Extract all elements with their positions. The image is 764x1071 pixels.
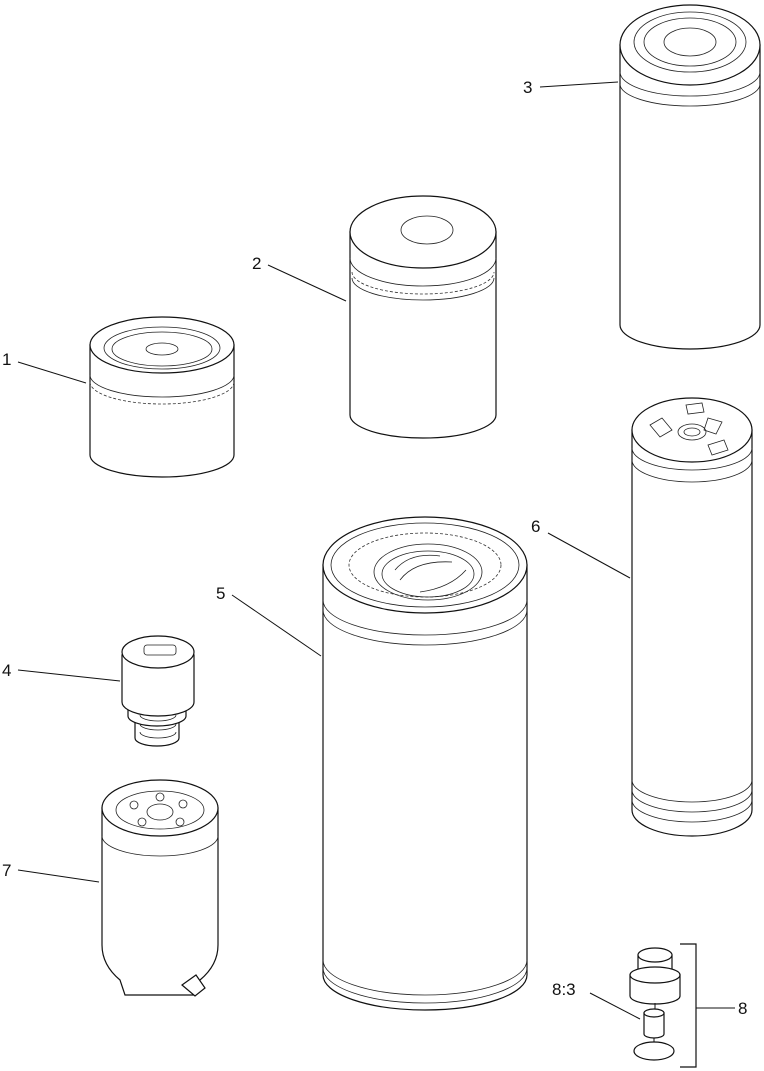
leader-3 xyxy=(539,81,619,88)
part-5-element xyxy=(322,516,528,1011)
callout-2: 2 xyxy=(252,254,261,273)
part-8-plug-kit xyxy=(629,943,697,1068)
callout-8-3: 8:3 xyxy=(552,980,576,999)
callout-5: 5 xyxy=(216,584,225,603)
part-2-filter xyxy=(349,195,497,439)
callout-7: 7 xyxy=(2,861,11,880)
part-7-fuel-filter xyxy=(101,779,219,997)
leader-2 xyxy=(267,264,347,302)
callout-6: 6 xyxy=(531,517,540,536)
leader-7 xyxy=(17,869,100,883)
leader-8-3 xyxy=(589,992,641,1020)
part-6-element xyxy=(631,397,753,837)
callout-4: 4 xyxy=(2,661,11,680)
leader-6 xyxy=(547,532,631,579)
part-1-filter xyxy=(89,316,235,478)
callout-3: 3 xyxy=(523,78,532,97)
part-3-filter xyxy=(619,4,761,350)
leader-5 xyxy=(231,594,322,657)
leader-1 xyxy=(17,361,87,384)
callout-1: 1 xyxy=(2,350,11,369)
part-4-drain-valve xyxy=(121,635,195,747)
callout-8: 8 xyxy=(738,999,747,1018)
leader-4 xyxy=(17,669,121,682)
